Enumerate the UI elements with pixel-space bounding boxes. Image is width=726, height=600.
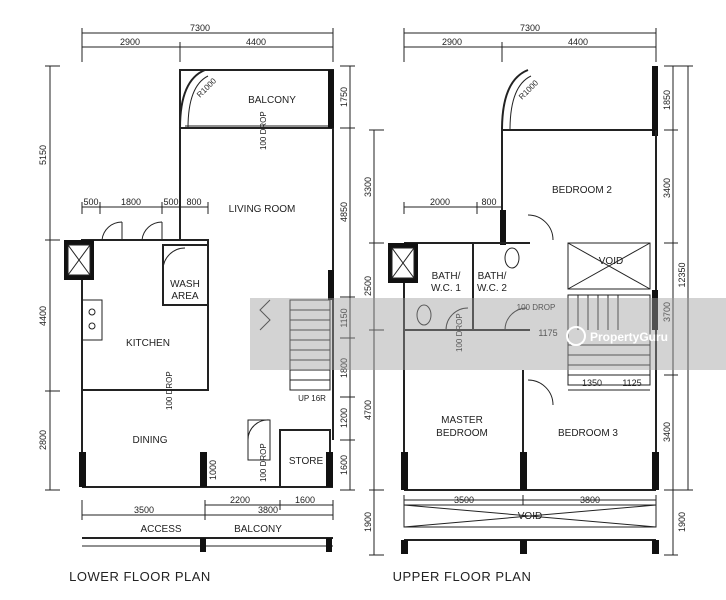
upper-room-bath2-a: BATH/: [478, 271, 507, 282]
lower-dim-top-left: 2900: [120, 37, 140, 47]
lower-dim-bottom-4: 1600: [295, 495, 315, 505]
lower-floor-plan: 7300 2900 4400 5150 4400 2800 1750 4850 …: [38, 23, 355, 584]
lower-drop-c: 100 DROP: [259, 443, 268, 482]
upper-floor-plan: 7300 2900 4400 3300 2500 4700 1900 1850 …: [363, 23, 693, 584]
upper-dim-right-4: 3700: [662, 302, 672, 322]
lower-dim-left-3: 2800: [38, 430, 48, 450]
upper-dim-top-left: 2900: [442, 37, 462, 47]
upper-dim-left-1: 3300: [363, 177, 373, 197]
lower-dim-right-6: 1600: [339, 455, 349, 475]
upper-dim-right-2: 3400: [662, 178, 672, 198]
upper-room-bedroom2: BEDROOM 2: [552, 185, 612, 196]
lower-dim-top-total: 7300: [190, 23, 210, 33]
lower-drop-b: 100 DROP: [165, 371, 174, 410]
upper-dim-right-6: 1900: [677, 512, 687, 532]
upper-room-bath1-a: BATH/: [432, 271, 461, 282]
lower-dim-mid-3: 500: [163, 197, 178, 207]
upper-dim-inner-2: 1350: [582, 378, 602, 388]
upper-dim-left-3: 4700: [363, 400, 373, 420]
lower-dim-mid-4: 800: [186, 197, 201, 207]
lower-stair-note: UP 16R: [298, 394, 326, 403]
watermark-text: PropertyGuru: [590, 330, 668, 344]
upper-room-void-bottom: VOID: [518, 511, 542, 522]
lower-dim-left-1: 5150: [38, 145, 48, 165]
lower-dim-right-4: 1800: [339, 358, 349, 378]
lower-dim-right-2: 4850: [339, 202, 349, 222]
upper-dim-inner-3: 1125: [622, 378, 641, 388]
upper-r1000: R1000: [517, 78, 540, 101]
upper-dim-bottom-2: 3800: [580, 495, 600, 505]
lower-dim-bottom-2: 3800: [258, 505, 278, 515]
upper-dim-left-4: 1900: [363, 512, 373, 532]
lower-dim-top-right: 4400: [246, 37, 266, 47]
upper-room-bath1-b: W.C. 1: [431, 283, 461, 294]
lower-staircase: [259, 299, 331, 391]
lower-room-kitchen: KITCHEN: [126, 338, 170, 349]
upper-dim-bottom-1: 3500: [454, 495, 474, 505]
lower-room-balcony-bottom: BALCONY: [234, 524, 282, 535]
upper-dim-left-2: 2500: [363, 276, 373, 296]
upper-drop-a: 100 DROP: [517, 303, 556, 312]
upper-room-master-b: BEDROOM: [436, 428, 488, 439]
upper-room-master-a: MASTER: [441, 415, 483, 426]
lower-plan-title: LOWER FLOOR PLAN: [69, 569, 211, 584]
lower-dim-bottom-1: 3500: [134, 505, 154, 515]
upper-dim-right-1: 1850: [662, 90, 672, 110]
lower-dim-right-5: 1200: [339, 408, 349, 428]
lower-dim-bottom-5: 1000: [208, 460, 218, 480]
lower-room-access: ACCESS: [140, 524, 181, 535]
watermark: PropertyGuru: [250, 298, 726, 370]
upper-dim-right-5: 3400: [662, 422, 672, 442]
upper-dim-right-3: 12350: [677, 262, 687, 287]
upper-room-bedroom3: BEDROOM 3: [558, 428, 618, 439]
upper-room-bath2-b: W.C. 2: [477, 283, 507, 294]
lower-room-store: STORE: [289, 456, 324, 467]
upper-drop-b: 100 DROP: [455, 313, 464, 352]
lower-dim-mid-2: 1800: [121, 197, 141, 207]
brand-logo-icon: [566, 326, 586, 346]
lower-room-wash-1: WASH: [170, 279, 200, 290]
upper-dim-mid-2: 800: [481, 197, 496, 207]
upper-dim-top-total: 7300: [520, 23, 540, 33]
upper-plan-title: UPPER FLOOR PLAN: [393, 569, 532, 584]
lower-dim-right-3: 1150: [339, 308, 349, 327]
lower-dim-right-1: 1750: [339, 87, 349, 107]
lower-room-wash-2: AREA: [171, 291, 199, 302]
lower-room-dining: DINING: [133, 435, 168, 446]
upper-dim-inner-1: 1175: [538, 328, 557, 338]
upper-room-void-top: VOID: [599, 256, 623, 267]
lower-dim-left-2: 4400: [38, 306, 48, 326]
lower-dim-bottom-3: 2200: [230, 495, 250, 505]
lower-dim-mid-1: 500: [83, 197, 98, 207]
lower-r1000: R1000: [195, 76, 218, 99]
lower-room-balcony-top: BALCONY: [248, 95, 296, 106]
lower-room-living: LIVING ROOM: [229, 204, 296, 215]
upper-dim-top-right: 4400: [568, 37, 588, 47]
lower-drop-a: 100 DROP: [259, 111, 268, 150]
upper-dim-mid-1: 2000: [430, 197, 450, 207]
